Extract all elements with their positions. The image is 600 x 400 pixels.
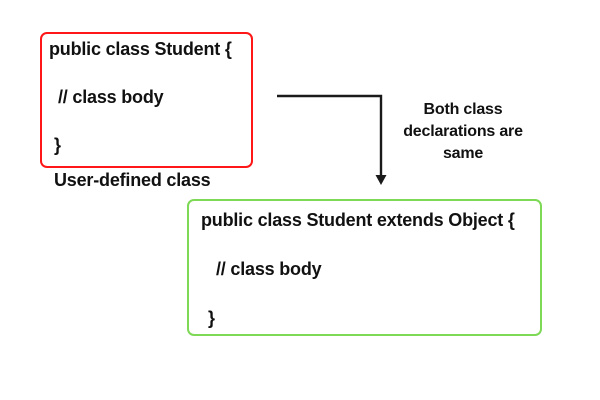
annotation-line: same xyxy=(442,145,484,162)
arrow-annotation: Both class declarations are same xyxy=(385,99,541,165)
code-line-closing-brace: } xyxy=(54,135,61,155)
arrowhead-icon xyxy=(375,175,387,185)
object-extends-class-box: public class Student extends Object { //… xyxy=(187,199,542,336)
elbow-arrow-connector xyxy=(277,94,387,185)
user-defined-class-caption: User-defined class xyxy=(54,170,211,190)
code-line-class-declaration: public class Student extends Object { xyxy=(201,210,515,230)
arrow-line xyxy=(277,94,383,177)
annotation-line: declarations are xyxy=(403,123,523,140)
code-line-class-declaration: public class Student { xyxy=(49,39,232,59)
annotation-line: Both class xyxy=(423,101,503,118)
user-defined-class-box: public class Student { // class body } xyxy=(40,32,253,168)
code-line-closing-brace: } xyxy=(208,308,215,328)
code-line-class-body-comment: // class body xyxy=(58,87,164,107)
code-line-class-body-comment: // class body xyxy=(216,259,322,279)
